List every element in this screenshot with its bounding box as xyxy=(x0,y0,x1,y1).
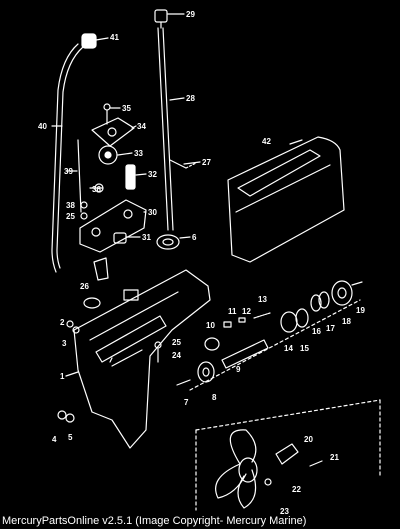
part-25a-washer[interactable] xyxy=(80,212,88,220)
callout-23[interactable]: 23 xyxy=(280,507,289,514)
callout-34[interactable]: 34 xyxy=(137,122,146,131)
part-4-nut[interactable] xyxy=(57,410,67,420)
part-28-driveshaft[interactable] xyxy=(157,27,174,231)
part-23-propeller[interactable] xyxy=(215,429,258,509)
part-17-o-ring[interactable] xyxy=(318,291,330,309)
part-26-o-ring[interactable] xyxy=(83,297,101,309)
part-19-screw[interactable] xyxy=(351,281,363,286)
part-6-bearing[interactable] xyxy=(156,234,180,250)
callout-1[interactable]: 1 xyxy=(60,372,65,381)
part-27-pin[interactable] xyxy=(169,159,197,169)
part-10-bearing[interactable] xyxy=(204,337,220,351)
callout-10[interactable]: 10 xyxy=(206,321,215,330)
part-3-washer[interactable] xyxy=(72,326,80,334)
callout-11[interactable]: 11 xyxy=(228,307,237,316)
part-32-key[interactable] xyxy=(125,164,136,190)
callout-26[interactable]: 26 xyxy=(80,282,89,291)
part-29-cap[interactable] xyxy=(154,9,168,29)
callout-38[interactable]: 38 xyxy=(66,201,75,210)
part-41-grommet[interactable] xyxy=(81,33,97,49)
leader-lines xyxy=(51,13,303,377)
callout-4[interactable]: 4 xyxy=(52,435,57,444)
callout-6[interactable]: 6 xyxy=(192,233,197,242)
part-22-washer[interactable] xyxy=(264,478,272,486)
callout-3[interactable]: 3 xyxy=(62,339,67,348)
callout-27[interactable]: 27 xyxy=(202,158,211,167)
callout-35[interactable]: 35 xyxy=(122,104,131,113)
part-2-screw[interactable] xyxy=(66,320,74,328)
part-12-pin[interactable] xyxy=(238,317,246,323)
part-40-water-tube[interactable] xyxy=(51,43,84,273)
callout-17[interactable]: 17 xyxy=(326,324,335,333)
part-39-stud[interactable] xyxy=(77,139,82,213)
callout-2[interactable]: 2 xyxy=(60,318,65,327)
callout-36[interactable]: 36 xyxy=(92,185,101,194)
callout-22[interactable]: 22 xyxy=(292,485,301,494)
callout-25a[interactable]: 25 xyxy=(66,212,75,221)
callout-25b[interactable]: 25 xyxy=(172,338,181,347)
part-20-nut[interactable] xyxy=(275,443,299,465)
part-33-impeller[interactable] xyxy=(98,145,118,165)
callout-29[interactable]: 29 xyxy=(186,10,195,19)
part-16-o-ring[interactable] xyxy=(310,294,322,312)
callout-21[interactable]: 21 xyxy=(330,453,339,462)
part-9-prop-shaft[interactable] xyxy=(221,339,269,369)
callout-30[interactable]: 30 xyxy=(148,208,157,217)
part-5-washer[interactable] xyxy=(65,413,75,423)
callout-33[interactable]: 33 xyxy=(134,149,143,158)
part-30-pump-base[interactable] xyxy=(79,199,147,253)
callout-32[interactable]: 32 xyxy=(148,170,157,179)
callout-8[interactable]: 8 xyxy=(212,393,217,402)
callout-12[interactable]: 12 xyxy=(242,307,251,316)
part-11-clip[interactable] xyxy=(223,321,232,328)
callout-18[interactable]: 18 xyxy=(342,317,351,326)
part-38-washer[interactable] xyxy=(80,201,88,209)
part-37-clip[interactable] xyxy=(93,257,109,281)
callout-28[interactable]: 28 xyxy=(186,94,195,103)
part-7-pin[interactable] xyxy=(176,379,191,386)
callout-31[interactable]: 31 xyxy=(142,233,151,242)
callout-40[interactable]: 40 xyxy=(38,122,47,131)
part-18-bearing-carrier[interactable] xyxy=(331,280,353,306)
callout-19[interactable]: 19 xyxy=(356,306,365,315)
callout-20[interactable]: 20 xyxy=(304,435,313,444)
part-25b-screw[interactable] xyxy=(154,341,162,349)
callout-13[interactable]: 13 xyxy=(258,295,267,304)
part-34-plate[interactable] xyxy=(91,117,135,147)
callout-16[interactable]: 16 xyxy=(312,327,321,336)
copyright-footer: MercuryPartsOnline v2.5.1 (Image Copyrig… xyxy=(0,514,400,529)
callout-7[interactable]: 7 xyxy=(184,398,189,407)
part-31-seal[interactable] xyxy=(113,232,127,244)
callout-9[interactable]: 9 xyxy=(236,365,241,374)
callout-labels: 29 41 28 35 40 34 42 33 27 39 32 36 38 3… xyxy=(38,10,365,514)
part-1-gear-housing[interactable] xyxy=(73,269,211,449)
part-13-spring[interactable] xyxy=(253,312,271,319)
callout-15[interactable]: 15 xyxy=(300,344,309,353)
part-15-bearing[interactable] xyxy=(295,308,309,328)
part-14-gear[interactable] xyxy=(280,311,298,333)
callout-14[interactable]: 14 xyxy=(284,344,293,353)
part-21-cotter-pin[interactable] xyxy=(309,460,323,467)
exploded-parts-diagram: 29 41 28 35 40 34 42 33 27 39 32 36 38 3… xyxy=(38,9,381,514)
callout-41[interactable]: 41 xyxy=(110,33,119,42)
callout-42[interactable]: 42 xyxy=(262,137,271,146)
callout-39[interactable]: 39 xyxy=(64,167,73,176)
callout-24[interactable]: 24 xyxy=(172,351,181,360)
callout-5[interactable]: 5 xyxy=(68,433,73,442)
part-35-screw[interactable] xyxy=(103,103,111,125)
part-42-cover[interactable] xyxy=(227,136,345,263)
